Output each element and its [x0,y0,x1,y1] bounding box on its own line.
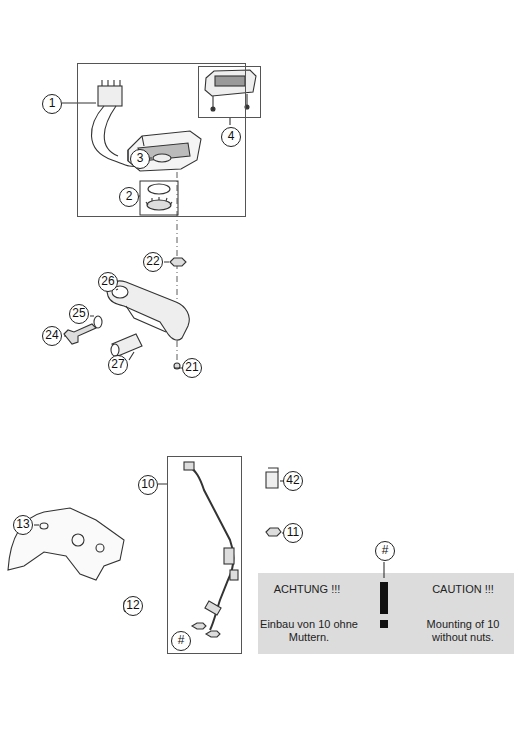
callout-number: 27 [108,355,128,375]
callout-number: 26 [98,272,118,292]
callout-number: 1 [42,94,62,114]
callout-number: 3 [130,149,150,169]
bracket [107,281,189,340]
brake-disc-guard [8,508,124,580]
part-group-box: 10# [167,456,242,654]
caution-note: Mounting of 10 without nuts. [415,618,511,644]
callout-number: 12 [123,596,143,616]
callout-number: 22 [143,252,163,272]
callout-number: 13 [13,515,33,535]
caution-panel [258,573,514,654]
callout-number: # [375,541,395,561]
callout-number: 25 [69,304,89,324]
caution-box: #ACHTUNG !!!CAUTION !!!Einbau von 10 ohn… [258,573,514,654]
callout-number: 11 [283,523,303,543]
callout-number: # [171,631,191,651]
caution-note: Einbau von 10 ohne Muttern. [259,618,359,644]
callout-number: 2 [119,187,139,207]
connector-plug [98,86,122,106]
speedometer [128,131,201,171]
callout-number: 21 [182,358,202,378]
exclamation-mark [380,582,388,614]
part-group-box: 4 [198,66,261,118]
callout-number: 4 [221,127,241,147]
caution-note: CAUTION !!! [415,583,511,596]
callout-number: 24 [42,326,62,346]
sensor-cable [188,466,234,630]
caution-note: ACHTUNG !!! [257,583,357,596]
callout-number: 10 [138,475,158,495]
callout-number: 42 [283,471,303,491]
